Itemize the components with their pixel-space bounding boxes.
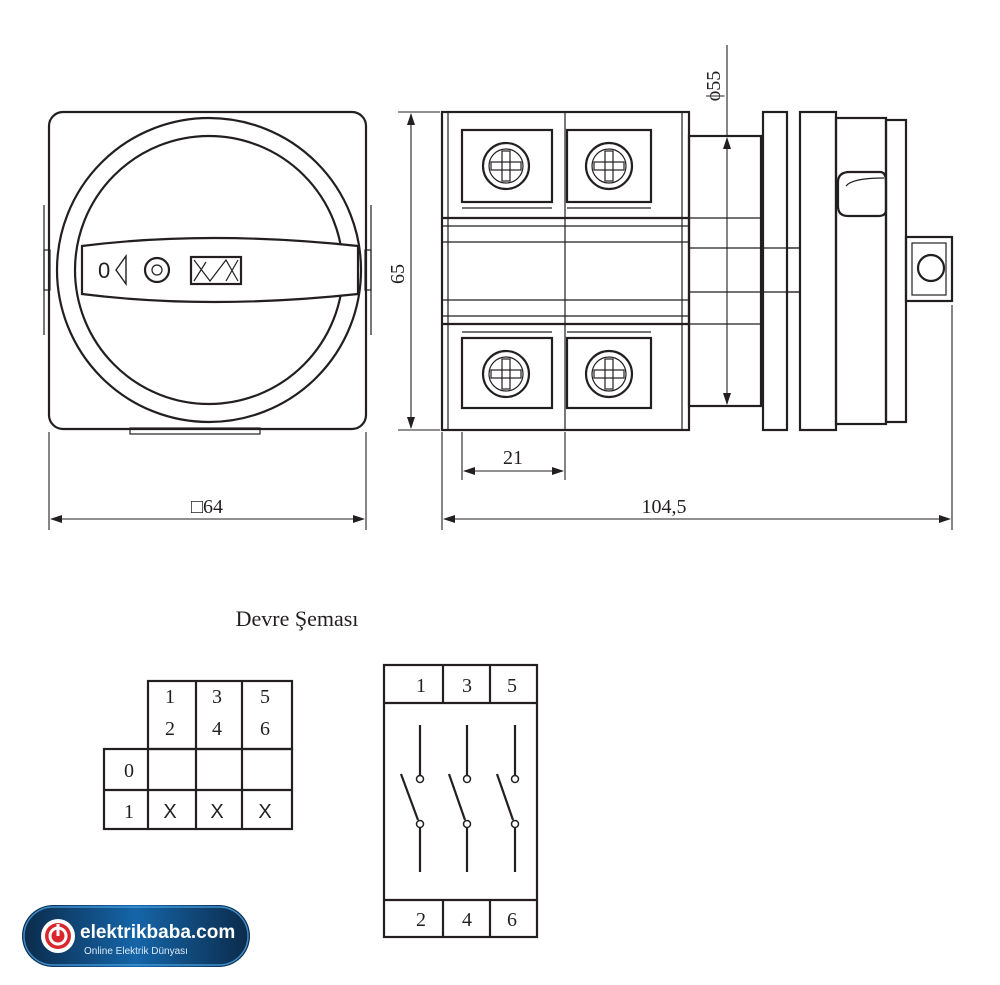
side-view	[440, 110, 954, 432]
contact-bottom-6: 6	[507, 909, 517, 931]
mounting-plate	[761, 110, 789, 432]
terminal-bottom-left	[460, 331, 554, 410]
col-1-bottom: 2	[165, 718, 175, 740]
contact-pole-2	[447, 725, 472, 872]
knob-position-label: 0	[98, 258, 110, 283]
col-1-top: 1	[165, 686, 175, 708]
cell-1-1: X	[163, 801, 176, 823]
terminal-top-left	[460, 128, 554, 209]
logo-background	[22, 905, 250, 967]
terminal-pitch-dimension: 21	[503, 447, 523, 469]
front-plate	[47, 110, 368, 431]
knob-outer-ring	[55, 116, 363, 424]
dimension-lines: □64 65 ϕ55 21 104,5	[48, 45, 953, 530]
col-3-top: 5	[260, 686, 270, 708]
col-2-bottom: 4	[212, 718, 222, 740]
logo-name: elektrikbaba.com	[80, 922, 235, 943]
contact-pole-3	[495, 725, 520, 872]
cell-1-3: X	[258, 801, 271, 823]
contact-diagram: 1 3 5 2 4 6	[382, 663, 539, 939]
switching-table: 1 2 3 4 5 6 0 1 X X X	[102, 679, 294, 831]
cell-1-2: X	[210, 801, 223, 823]
total-length-dimension: 104,5	[642, 496, 687, 518]
terminal-top-right	[565, 128, 653, 209]
contact-top-1: 1	[416, 675, 426, 697]
col-3-bottom: 6	[260, 718, 270, 740]
col-2-top: 3	[212, 686, 222, 708]
knob-base	[798, 110, 838, 432]
lock-shackle	[904, 235, 954, 303]
shaft-collar	[687, 134, 763, 408]
front-width-dimension: □64	[191, 496, 223, 518]
logo-tagline: Online Elektrik Dünyası	[84, 946, 188, 957]
knob-side	[834, 116, 888, 426]
knob-handle	[80, 236, 360, 304]
contact-bottom-2: 2	[416, 909, 426, 931]
contact-bottom-4: 4	[462, 909, 472, 931]
brand-mark-icon	[189, 255, 243, 286]
pointer-icon	[115, 253, 127, 287]
terminal-bottom-right	[565, 331, 653, 410]
front-view: 0	[43, 110, 372, 435]
contact-top-5: 5	[507, 675, 517, 697]
diameter-dimension: ϕ55	[703, 71, 725, 102]
lock-hole-icon	[143, 256, 171, 284]
row-1-label: 1	[124, 801, 134, 823]
row-0-label: 0	[124, 760, 134, 782]
contact-pole-1	[399, 725, 425, 872]
height-dimension: 65	[387, 264, 409, 284]
schema-title: Devre Şeması	[236, 606, 359, 631]
contact-top-3: 3	[462, 675, 472, 697]
knob-grip	[836, 170, 888, 218]
brand-logo[interactable]: elektrikbaba.com Online Elektrik Dünyası	[22, 905, 250, 967]
